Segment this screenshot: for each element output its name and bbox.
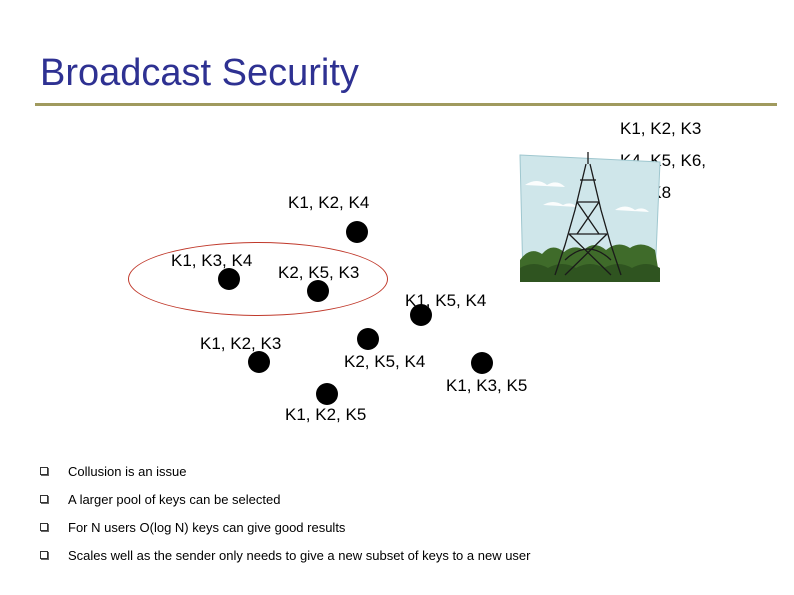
eiffel-tower-icon (519, 152, 661, 282)
user-keys-label: K1, K2, K3 (200, 334, 282, 353)
user-keys-label: K1, K3, K4 (171, 251, 253, 270)
user-keys-label: K2, K5, K3 (278, 263, 360, 282)
user-node-4 (410, 304, 432, 326)
checkbox-bullet-icon (40, 551, 48, 559)
server-keys-line-1: K1, K2, K3 (620, 119, 702, 138)
bullet-item: For N users O(log N) keys can give good … (40, 518, 345, 536)
user-keys-label: K1, K2, K5 (285, 405, 367, 424)
user-node-8 (316, 383, 338, 405)
user-node-2 (218, 268, 240, 290)
title-divider (35, 103, 777, 106)
slide-title: Broadcast Security (40, 52, 359, 94)
user-node-1 (346, 221, 368, 243)
bullet-item: Collusion is an issue (40, 462, 187, 480)
collusion-oval (128, 242, 388, 316)
user-keys-label: K1, K5, K4 (405, 291, 487, 310)
checkbox-bullet-icon (40, 495, 48, 503)
user-keys-label: K1, K3, K5 (446, 376, 528, 395)
bullet-item: Scales well as the sender only needs to … (40, 546, 530, 564)
checkbox-bullet-icon (40, 467, 48, 475)
checkbox-bullet-icon (40, 523, 48, 531)
user-node-5 (357, 328, 379, 350)
user-node-7 (471, 352, 493, 374)
user-node-3 (307, 280, 329, 302)
bullet-item: A larger pool of keys can be selected (40, 490, 280, 508)
user-keys-label: K1, K2, K4 (288, 193, 370, 212)
user-keys-label: K2, K5, K4 (344, 352, 426, 371)
user-node-6 (248, 351, 270, 373)
